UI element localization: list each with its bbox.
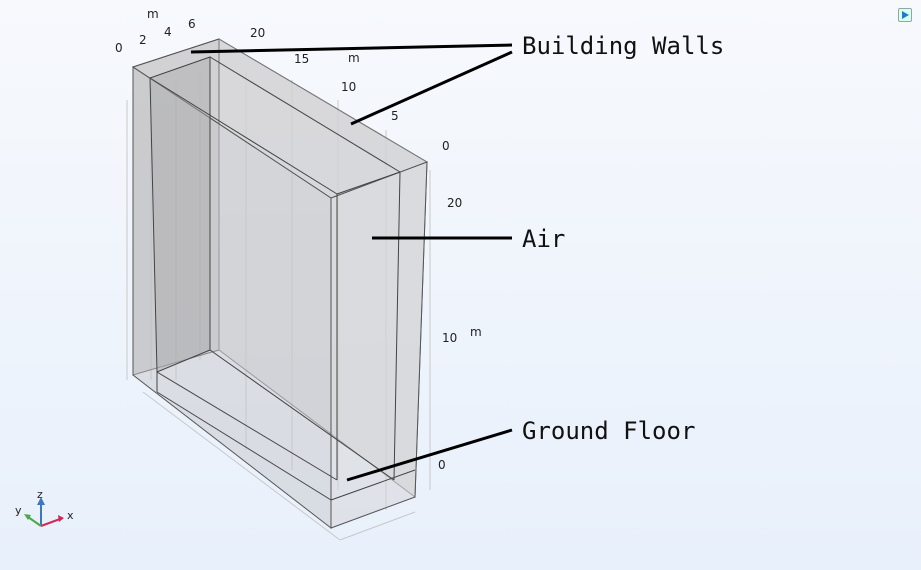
ground-floor[interactable] [156, 349, 416, 501]
x-tick: 6 [188, 17, 196, 31]
ground-floor-label: Ground Floor [522, 417, 696, 445]
y-tick: 15 [294, 52, 309, 66]
triad-y-label: y [15, 504, 22, 517]
building-walls-label: Building Walls [522, 32, 725, 60]
annotation-leaders [190, 43, 513, 482]
play-icon[interactable] [898, 8, 912, 22]
air-domain[interactable] [149, 56, 401, 481]
z-tick: 20 [447, 196, 462, 210]
triad-x-label: x [67, 509, 74, 522]
z-tick: 10 [442, 331, 457, 345]
z-unit: m [470, 325, 482, 339]
y-tick: 10 [341, 80, 356, 94]
x-tick: 4 [164, 25, 172, 39]
x-unit: m [147, 7, 159, 21]
x-tick: 0 [115, 41, 123, 55]
y-tick: 5 [391, 109, 399, 123]
axis-triad: z x y [15, 488, 74, 527]
y-tick: 20 [250, 26, 265, 40]
z-tick: 0 [438, 458, 446, 472]
triad-z-label: z [37, 488, 43, 501]
air-label: Air [522, 225, 566, 253]
y-tick: 0 [442, 139, 450, 153]
x-tick: 2 [139, 33, 147, 47]
y-unit: m [348, 51, 360, 65]
